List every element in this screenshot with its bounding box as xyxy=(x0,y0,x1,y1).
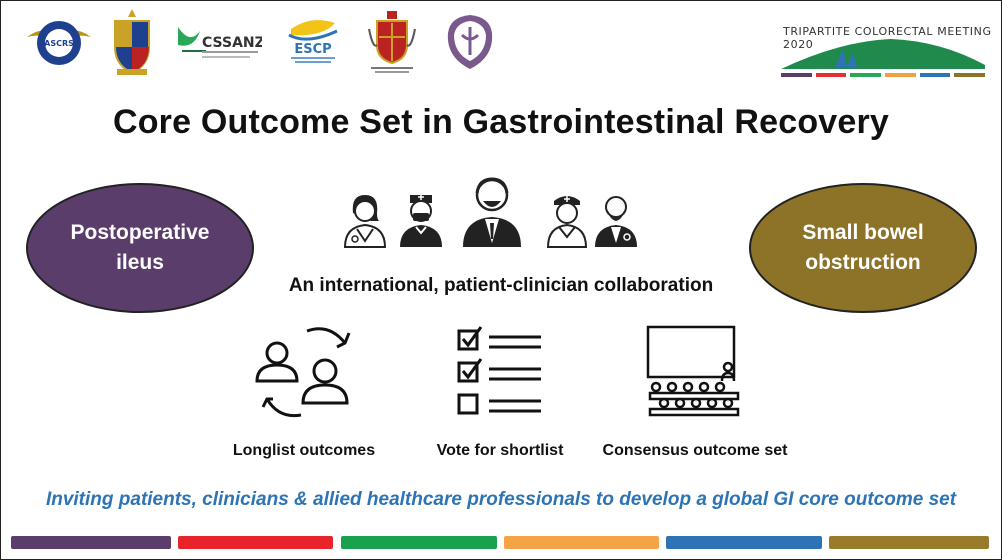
footer-bar-blue xyxy=(666,536,822,549)
meeting-bar-3 xyxy=(850,73,882,77)
condition-small-bowel-obstruction: Small bowel obstruction xyxy=(749,183,977,313)
meeting-title: TRIPARTITE COLORECTAL MEETING 2020 xyxy=(783,25,992,51)
male-nurse-icon xyxy=(396,191,446,249)
meeting-bar-6 xyxy=(954,73,986,77)
male-patient-icon xyxy=(459,173,525,249)
cssanz-logo-icon: CSSANZ xyxy=(176,23,265,65)
meeting-mountain-icon xyxy=(781,37,985,71)
meeting-color-bars xyxy=(781,73,986,77)
bearded-doctor-icon xyxy=(593,191,639,249)
crest-shield-icon xyxy=(111,7,153,77)
right-condition-line1: Small bowel xyxy=(802,221,924,244)
left-condition-line1: Postoperative xyxy=(70,221,210,244)
exchange-people-icon xyxy=(253,319,355,423)
meeting-bar-5 xyxy=(919,73,951,77)
footer-bar-gold xyxy=(829,536,989,549)
meeting-bar-4 xyxy=(885,73,916,77)
female-nurse-icon xyxy=(544,191,590,249)
meeting-bar-1 xyxy=(781,73,812,77)
audience-presentation-icon xyxy=(644,323,746,419)
collaboration-text: An international, patient-clinician coll… xyxy=(288,275,714,296)
footer-bar-purple xyxy=(11,536,171,549)
footer-bar-red xyxy=(178,536,333,549)
footer-bar-orange xyxy=(504,536,659,549)
escp-logo-icon: ESCP xyxy=(283,15,343,67)
footer-bar-green xyxy=(341,536,497,549)
ascrs-seal-icon: ASCRS xyxy=(25,11,93,73)
tagline: Inviting patients, clinicians & allied h… xyxy=(45,489,957,510)
female-doctor-icon xyxy=(341,191,389,249)
step-label-consensus: Consensus outcome set xyxy=(602,442,788,459)
svg-text:ASCRS: ASCRS xyxy=(44,39,74,48)
meeting-bar-2 xyxy=(815,73,847,77)
svg-text:CSSANZ: CSSANZ xyxy=(202,35,262,51)
step-label-vote: Vote for shortlist xyxy=(436,442,564,459)
checklist-icon xyxy=(455,325,545,419)
condition-postoperative-ileus: Postoperative ileus xyxy=(26,183,254,313)
right-condition-line2: obstruction xyxy=(805,251,921,274)
svg-text:ESCP: ESCP xyxy=(294,42,331,57)
step-label-longlist: Longlist outcomes xyxy=(232,442,376,459)
racs-crest-icon xyxy=(367,9,417,75)
left-condition-line2: ileus xyxy=(116,251,164,274)
page-title: Core Outcome Set in Gastrointestinal Rec… xyxy=(112,103,890,141)
purple-crest-icon xyxy=(444,13,496,71)
